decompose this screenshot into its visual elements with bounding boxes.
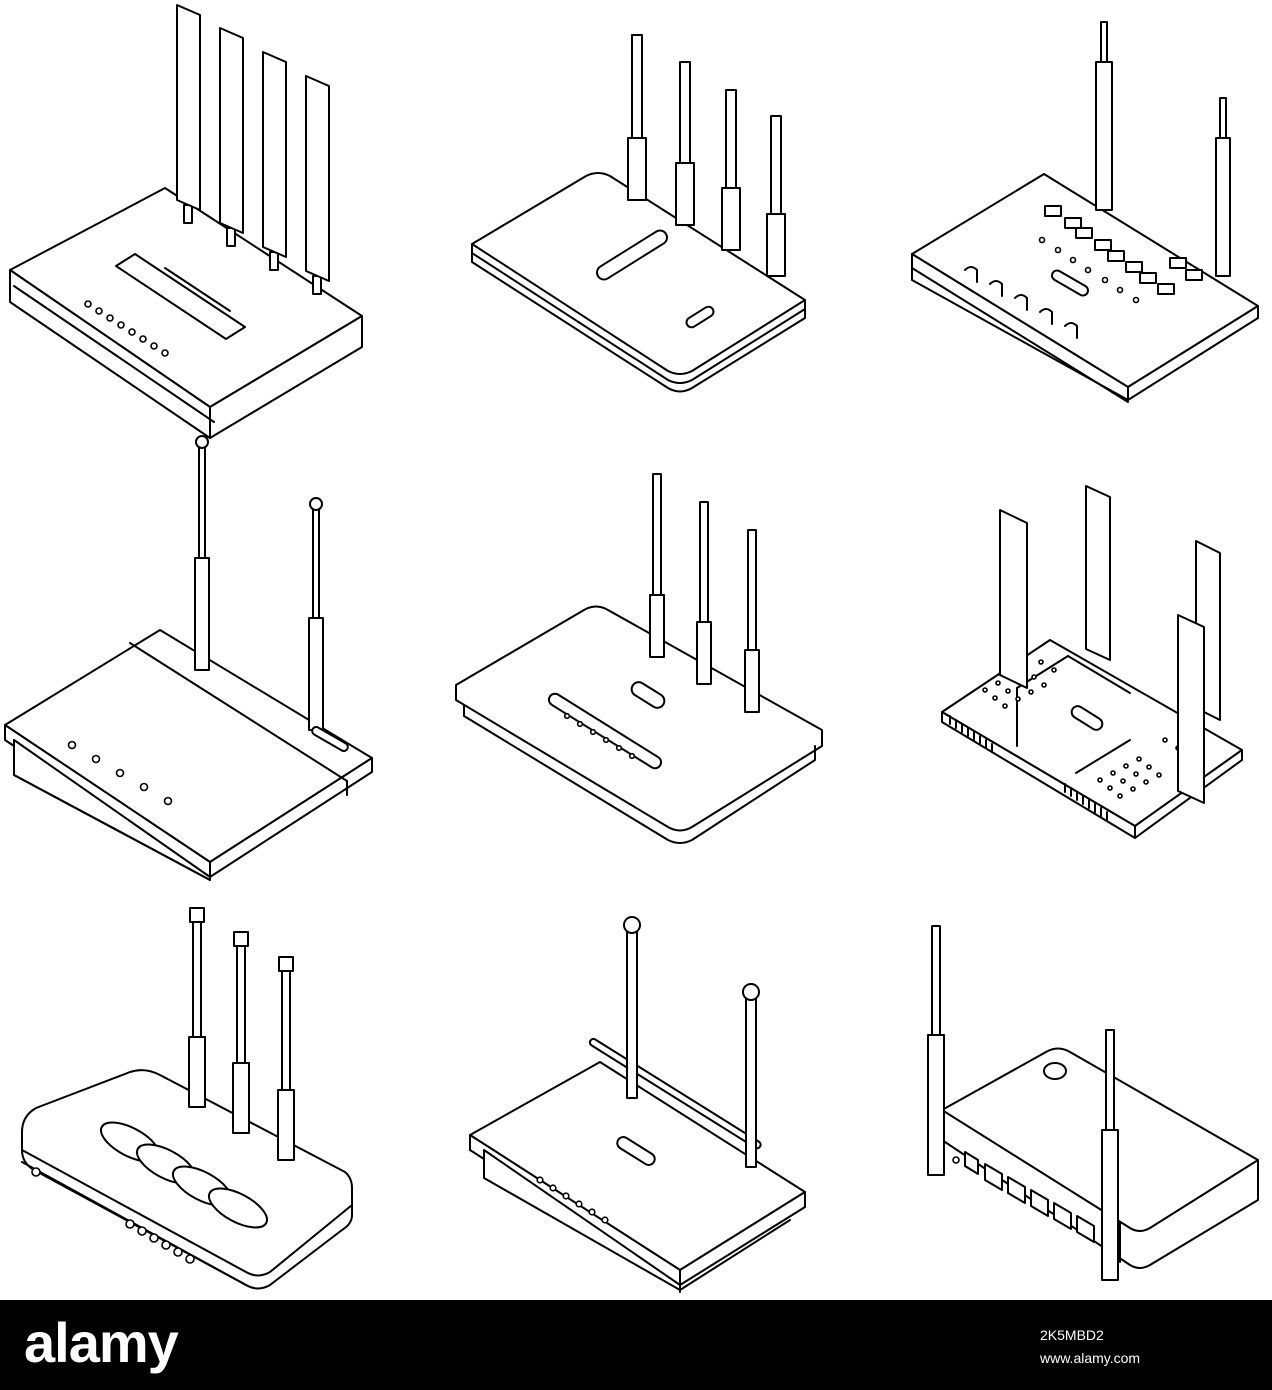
router-four-antennas-rounded-icon [471,34,806,393]
footer-bar: alamy 2K5MBD2 www.alamy.com [0,1300,1272,1390]
antennas [927,925,1119,1281]
antennas [176,4,330,295]
antennas [194,435,349,752]
router-three-antennas-slim-icon [455,473,823,844]
cable-slots [964,266,1078,339]
ethernet-ports [952,1151,1095,1243]
brand-name: alamy [24,1311,179,1374]
antennas [1095,21,1231,277]
router-icon-set [4,4,1259,1293]
indicator-dots [31,1167,195,1264]
router-three-antennas-oval-buttons-icon [21,907,353,1290]
image-id: 2K5MBD2 [1040,1327,1104,1343]
indicator-dots [1038,236,1140,304]
brand-logo[interactable]: alamy [24,1308,179,1378]
indicator-lights [84,300,169,357]
indicator-dots [536,1176,609,1224]
vent-holes [982,659,1181,799]
antennas [623,916,760,1168]
side-vents [949,715,1108,821]
router-four-flat-antennas-icon [9,4,363,439]
antennas [649,473,760,713]
antennas [627,34,786,277]
port-rectangles [1044,205,1203,295]
website-url[interactable]: www.alamy.com [1040,1350,1141,1366]
router-two-antennas-indicator-dots-icon [4,435,373,881]
indicator-dots [67,740,173,806]
oval-buttons [99,1121,269,1229]
antennas [188,907,295,1161]
router-two-antennas-ethernet-ports-icon [927,925,1259,1281]
router-two-antennas-port-panel-icon [911,21,1259,403]
router-four-blade-antennas-vented-icon [941,485,1243,839]
indicator-dots [563,712,636,760]
router-two-ball-antennas-icon [469,916,806,1293]
antennas [999,485,1221,804]
